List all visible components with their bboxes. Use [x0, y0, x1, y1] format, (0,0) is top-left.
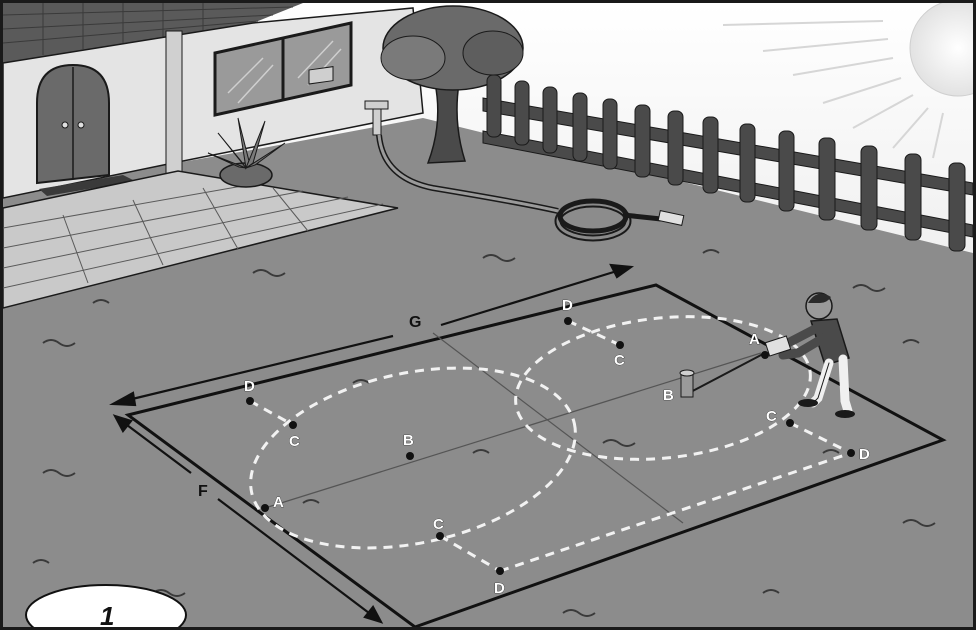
label-d-top: D [562, 297, 573, 314]
marker-c-bottom [436, 532, 444, 540]
label-c-bottom: C [433, 516, 444, 533]
label-d-bottom: D [494, 580, 505, 597]
faucet-icon [365, 101, 388, 109]
label-d-left: D [244, 378, 255, 395]
marker-d-bottom [496, 567, 504, 575]
marker-a-right [761, 351, 769, 359]
label-a-left: A [273, 494, 284, 511]
label-d-right: D [859, 446, 870, 463]
pillar [166, 31, 182, 176]
label-f: F [198, 483, 208, 500]
label-b-left: B [403, 432, 414, 449]
wall-outlet [309, 67, 333, 84]
marker-d-right [847, 449, 855, 457]
label-a-right: A [749, 331, 760, 348]
sprinkler-stake [680, 370, 694, 397]
label-c-right: C [766, 408, 777, 425]
label-c-top: C [614, 352, 625, 369]
marker-d-top [564, 317, 572, 325]
marker-b-left [406, 452, 414, 460]
label-b-right: B [663, 387, 674, 404]
label-g: G [409, 314, 421, 331]
lawn-illustration: D C A B D C B A C D C D G F 1 [3, 3, 973, 627]
label-c-left: C [289, 433, 300, 450]
marker-c-left [289, 421, 297, 429]
marker-c-top [616, 341, 624, 349]
marker-c-right [786, 419, 794, 427]
marker-a-left [261, 504, 269, 512]
figure-number: 1 [100, 601, 114, 627]
marker-d-left [246, 397, 254, 405]
